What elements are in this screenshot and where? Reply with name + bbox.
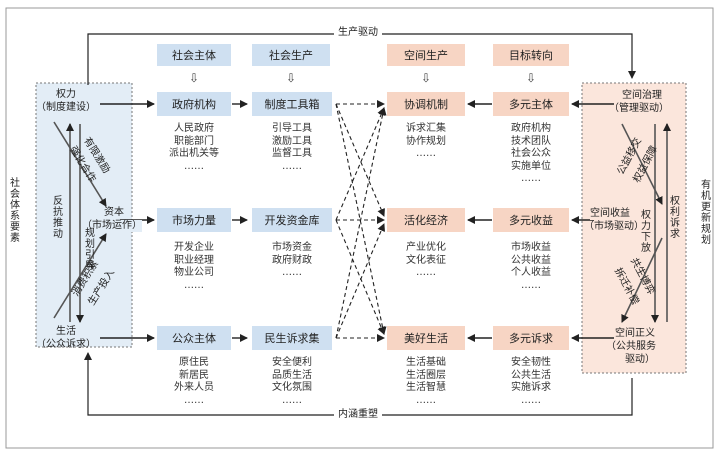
list-better-life: 生活基础生活圈层生活智慧…… [406, 357, 446, 406]
right-justice: 空间正义 [615, 328, 655, 339]
right-justice-sub: （公共服务 [606, 341, 656, 352]
box-livelihood-demands: 民生诉求集 [252, 326, 332, 350]
list-government: 人民政府职能部门派出机关等…… [169, 123, 219, 172]
left-capital-sub: （市场运作） [82, 220, 142, 232]
list-multi-income: 市场收益公共收益个人收益…… [511, 242, 551, 291]
right-power: 权力下放 [640, 210, 652, 254]
box-market: 市场力量 [157, 208, 231, 232]
left-life-sub: （公众诉求） [36, 339, 96, 350]
top-flow-label: 生产驱动 [334, 27, 382, 39]
box-multi-income: 多元收益 [493, 208, 569, 232]
list-coordination: 诉求汇集协作规划…… [406, 123, 446, 159]
box-policy-toolbox: 制度工具箱 [252, 92, 332, 116]
header-space-production: 空间生产 [387, 44, 465, 66]
header-social-subject: 社会主体 [157, 44, 231, 66]
left-power: 权力 [56, 89, 76, 100]
list-revitalize-economy: 产业优化文化表征…… [406, 242, 446, 278]
box-public: 公众主体 [157, 326, 231, 350]
box-multi-demands: 多元诉求 [493, 326, 569, 350]
right-gov: 空间治理 [622, 90, 662, 101]
left-power-sub: （制度建设） [36, 102, 96, 113]
list-multi-subject: 政府机构技术团队社会公众实施单位…… [511, 123, 551, 184]
left-guide: 规划引导 [85, 228, 95, 272]
box-better-life: 美好生活 [387, 326, 465, 350]
right-gov-sub: （管理驱动） [609, 103, 669, 114]
left-side-label: 社会体系要素 [10, 178, 20, 244]
outer-frame [5, 7, 714, 449]
list-public: 原住民新居民外来人员…… [174, 357, 214, 406]
right-side-label: 有机更新规划 [701, 180, 711, 246]
list-livelihood-demands: 安全便利品质生活文化氛围…… [272, 357, 312, 406]
hollow-arrow-icon: ⇩ [188, 71, 200, 85]
right-income: 空间收益 [590, 208, 630, 220]
hollow-arrow-icon: ⇩ [525, 71, 537, 85]
list-policy-toolbox: 引导工具激励工具监督工具…… [272, 123, 312, 172]
right-income-sub: （市场驱动） [584, 221, 644, 233]
header-social-production: 社会生产 [252, 44, 330, 66]
box-dev-fund: 开发资金库 [252, 208, 332, 232]
hollow-arrow-icon: ⇩ [285, 71, 297, 85]
box-coordination: 协调机制 [387, 92, 465, 116]
box-revitalize-economy: 活化经济 [387, 208, 465, 232]
right-justice-sub2: 驱动） [625, 354, 655, 365]
bottom-flow-label: 内涵重塑 [334, 409, 382, 421]
box-government: 政府机构 [157, 92, 231, 116]
list-multi-demands: 安全韧性公共生活实施诉求…… [511, 357, 551, 406]
left-resist: 反抗推动 [53, 196, 63, 240]
left-capital: 资本 [104, 207, 124, 219]
left-life: 生活 [56, 326, 76, 337]
header-target-shift: 目标转向 [493, 44, 569, 66]
box-multi-subject: 多元主体 [493, 92, 569, 116]
right-rights: 权利诉求 [670, 196, 680, 240]
list-dev-fund: 市场资金政府财政…… [272, 242, 312, 278]
hollow-arrow-icon: ⇩ [420, 71, 432, 85]
list-market: 开发企业职业经理物业公司…… [174, 242, 214, 291]
